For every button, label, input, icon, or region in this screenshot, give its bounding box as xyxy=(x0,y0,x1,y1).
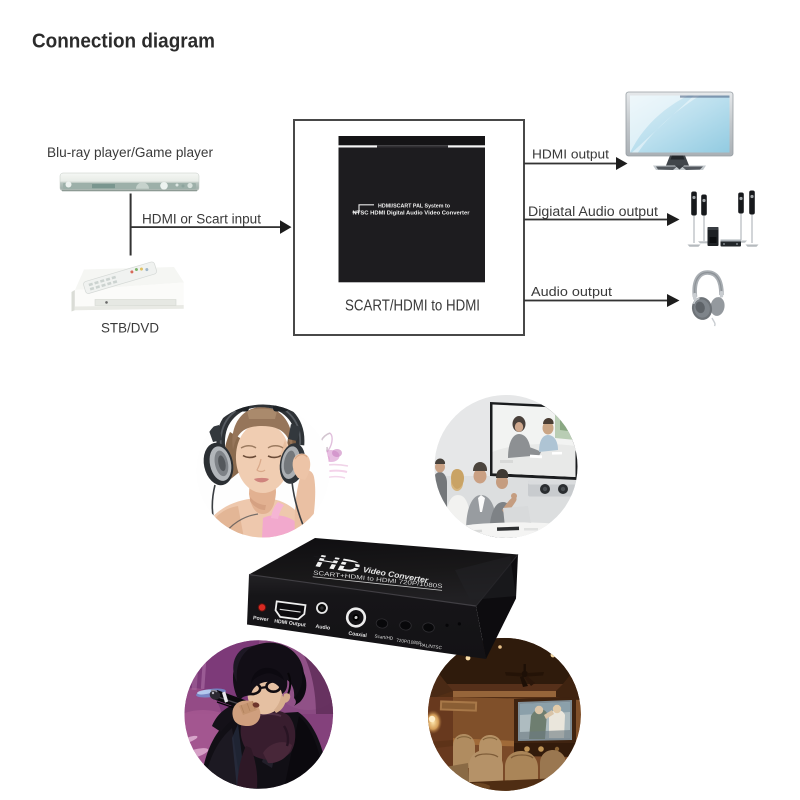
svg-text:Audio output: Audio output xyxy=(531,284,612,299)
svg-text:Audio: Audio xyxy=(315,624,330,632)
svg-text:PAL/NTSC: PAL/NTSC xyxy=(420,642,443,650)
svg-text:HDMI output: HDMI output xyxy=(532,147,609,162)
svg-text:Scart/HD: Scart/HD xyxy=(374,634,394,641)
svg-text:HDMI Output: HDMI Output xyxy=(274,619,306,629)
svg-text:Coaxial: Coaxial xyxy=(348,631,368,639)
svg-text:Power: Power xyxy=(253,615,269,623)
svg-text:Connection diagram: Connection diagram xyxy=(32,31,215,53)
svg-text:NTSC HDMI Digital Audio Video: NTSC HDMI Digital Audio Video Converter xyxy=(353,211,471,217)
svg-text:HDMI or Scart input: HDMI or Scart input xyxy=(142,212,261,227)
svg-text:STB/DVD: STB/DVD xyxy=(101,320,159,336)
svg-text:HDMI/SCART PAL System to: HDMI/SCART PAL System to xyxy=(378,203,450,209)
svg-text:Blu-ray player/Game player: Blu-ray player/Game player xyxy=(47,145,213,160)
svg-text:SCART/HDMI to HDMI: SCART/HDMI to HDMI xyxy=(345,298,480,315)
svg-text:720P/1080P: 720P/1080P xyxy=(396,638,422,646)
svg-text:Digiatal Audio output: Digiatal Audio output xyxy=(528,204,658,219)
